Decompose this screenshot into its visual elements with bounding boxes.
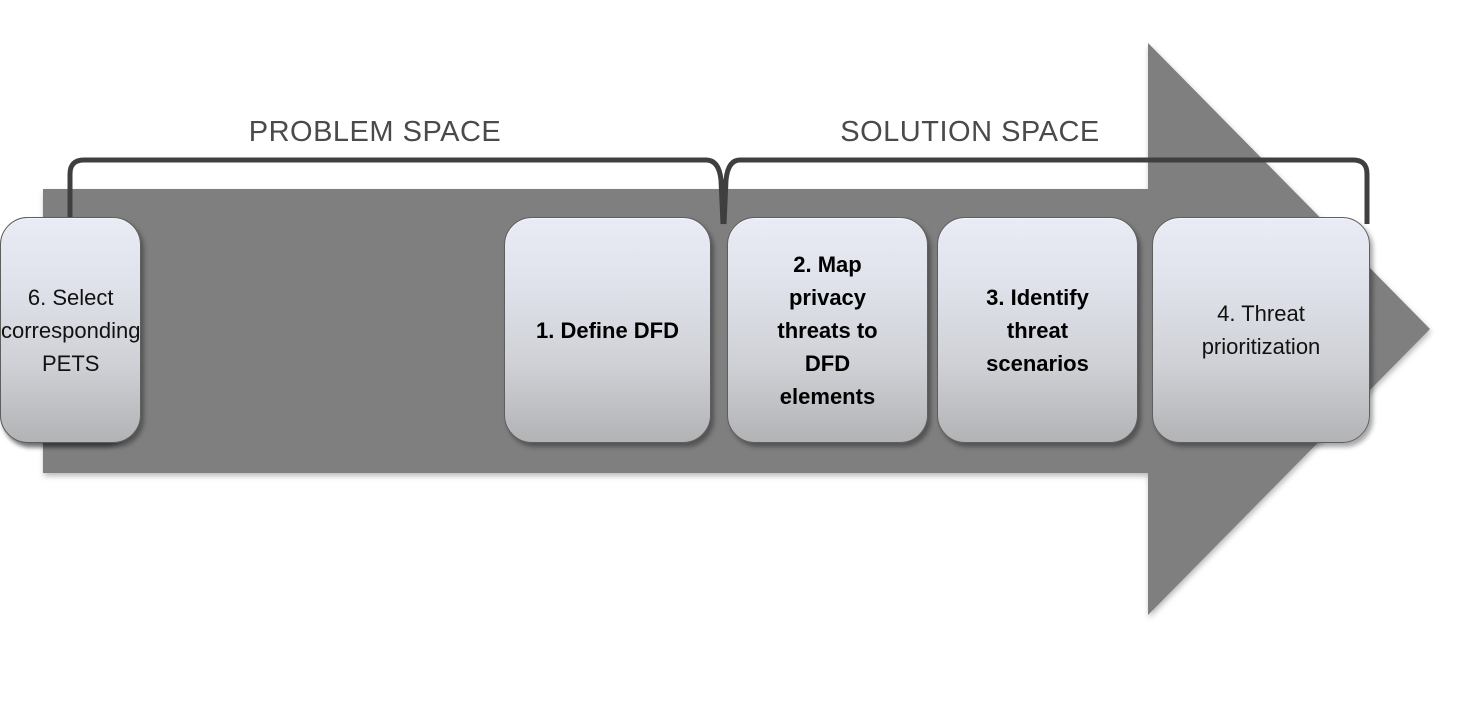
step-box-select-corresponding-pets: 6. Select corresponding PETS [0,217,142,443]
solution-space-bracket [721,157,1370,225]
step-label: 4. Threat prioritization [1201,301,1321,359]
step-box-map-privacy-threats: 2. Map privacy threats to DFD elements [727,217,928,443]
step-label: 2. Map privacy threats to DFD elements [777,251,878,409]
step-box-threat-prioritization: 4. Threat prioritization [1152,217,1370,443]
problem-space-bracket [67,157,726,225]
step-label: 6. Select corresponding PETS [1,284,141,376]
step-label: 3. Identify threat scenarios [986,284,1089,376]
problem-space-label: PROBLEM SPACE [248,116,502,148]
step-box-define-dfd: 1. Define DFD [504,217,711,443]
step-box-identify-threat-scenarios: 3. Identify threat scenarios [937,217,1138,443]
solution-space-label: SOLUTION SPACE [840,116,1100,148]
step-label: 1. Define DFD [535,317,680,343]
